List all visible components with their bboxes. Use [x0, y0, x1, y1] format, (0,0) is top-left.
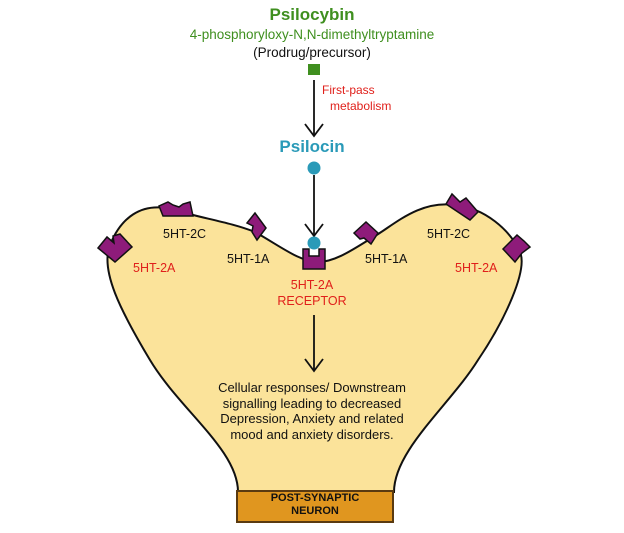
receptor-5ht2a-target	[302, 248, 326, 270]
drug-title: Psilocybin	[269, 5, 355, 24]
prodrug-note: (Prodrug/precursor)	[253, 45, 371, 60]
label-5ht1a-right: 5HT-1A	[365, 252, 408, 266]
response-text-body: Cellular responses/ Downstream signallin…	[218, 380, 406, 442]
receptor-5ht2a-left	[96, 233, 134, 263]
metabolism-label-line1: First-pass	[322, 83, 375, 97]
target-receptor-label: 5HT-2A RECEPTOR	[0, 277, 624, 309]
receptor-5ht1a-right	[352, 220, 379, 246]
neuron-base-box	[236, 490, 394, 523]
arrow-binding	[304, 175, 324, 238]
chemical-name: 4-phosphoryloxy-N,N-dimethyltryptamine	[189, 27, 435, 42]
target-receptor-line1: 5HT-2A	[290, 278, 334, 292]
metabolism-label-line2: metabolism	[330, 99, 392, 113]
neuron-label: POST-SYNAPTIC NEURON	[236, 492, 394, 518]
label-5ht1a-left: 5HT-1A	[227, 252, 270, 266]
receptor-5ht2c-left	[158, 201, 194, 217]
label-5ht2a-left: 5HT-2A	[133, 261, 176, 275]
receptor-5ht2a-right	[501, 233, 532, 264]
metabolite-title: Psilocin	[279, 137, 345, 156]
psilocybin-marker	[308, 64, 320, 75]
receptor-5ht1a-left	[245, 211, 267, 242]
metabolism-label: First-pass metabolism	[322, 82, 391, 114]
neuron-label-line2: NEURON	[291, 505, 339, 517]
arrow-metabolism	[304, 80, 324, 138]
label-5ht2a-right: 5HT-2A	[455, 261, 498, 275]
response-text: Cellular responses/ Downstream signallin…	[0, 380, 624, 442]
psilocin-molecule	[307, 161, 321, 175]
psilocin-bound-molecule	[307, 236, 321, 250]
neuron-label-line1: POST-SYNAPTIC	[270, 492, 360, 504]
target-receptor-line2: RECEPTOR	[277, 294, 347, 308]
arrow-response	[304, 315, 324, 373]
receptor-5ht2c-right	[444, 192, 480, 221]
label-5ht2c-left: 5HT-2C	[163, 227, 207, 241]
label-5ht2c-right: 5HT-2C	[427, 227, 471, 241]
